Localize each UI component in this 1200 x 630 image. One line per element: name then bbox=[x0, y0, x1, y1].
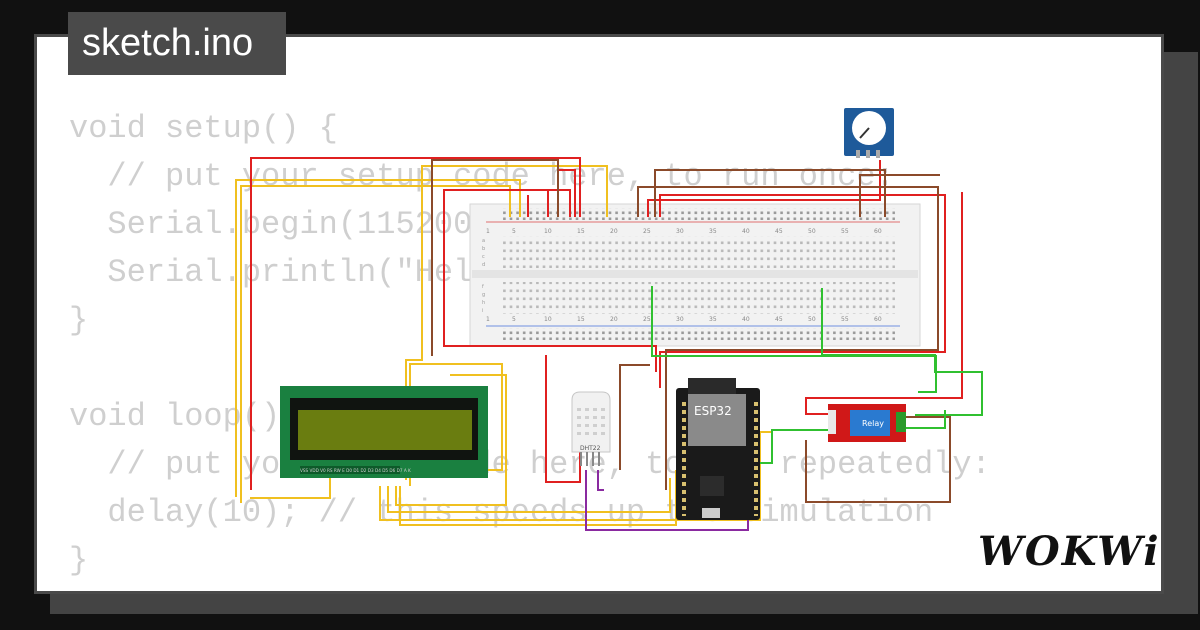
bb-col-label: 30 bbox=[676, 316, 684, 323]
bb-row-label: c bbox=[482, 254, 485, 260]
bb-col-label: 55 bbox=[841, 228, 849, 235]
bb-col-label: 45 bbox=[775, 316, 783, 323]
dht22-label: DHT22 bbox=[580, 445, 601, 452]
relay-module[interactable]: Relay bbox=[828, 404, 906, 442]
bb-col-label: 25 bbox=[643, 228, 651, 235]
wires-green bbox=[651, 286, 983, 464]
bb-col-label: 10 bbox=[544, 228, 552, 235]
bb-col-label: 60 bbox=[874, 228, 882, 235]
bb-col-label: 55 bbox=[841, 316, 849, 323]
potentiometer[interactable] bbox=[844, 108, 894, 158]
relay-label: Relay bbox=[862, 419, 884, 428]
bb-col-label: 1 bbox=[486, 228, 490, 235]
bb-row-label: i bbox=[482, 308, 483, 314]
knob-icon bbox=[859, 127, 870, 139]
code-line: void setup() { bbox=[69, 110, 338, 147]
bb-row-label: g bbox=[482, 292, 485, 298]
esp32-label: ESP32 bbox=[694, 404, 732, 418]
esp32-board[interactable]: ESP32 bbox=[676, 378, 760, 520]
wires-yellow bbox=[235, 165, 773, 526]
bb-row-label: a bbox=[482, 238, 485, 244]
bb-col-label: 25 bbox=[643, 316, 651, 323]
lcd-pin-labels: VSS VDD V0 RS RW E D0 D1 D2 D3 D4 D5 D6 … bbox=[300, 468, 411, 473]
file-tab[interactable]: sketch.ino bbox=[68, 12, 286, 75]
bb-col-label: 50 bbox=[808, 316, 816, 323]
bb-row-label: h bbox=[482, 300, 485, 306]
bb-col-label: 45 bbox=[775, 228, 783, 235]
wires-brown bbox=[431, 159, 951, 503]
bb-col-label: 20 bbox=[610, 316, 618, 323]
bb-col-label: 5 bbox=[512, 228, 516, 235]
wokwi-logo: WOKWi bbox=[978, 528, 1161, 575]
bb-col-label: 30 bbox=[676, 228, 684, 235]
bb-col-label: 5 bbox=[512, 316, 516, 323]
bb-col-label: 15 bbox=[577, 316, 585, 323]
bb-row-label: d bbox=[482, 262, 485, 268]
bb-col-label: 10 bbox=[544, 316, 552, 323]
bb-col-label: 15 bbox=[577, 228, 585, 235]
bb-col-label: 1 bbox=[486, 316, 490, 323]
bb-col-label: 35 bbox=[709, 316, 717, 323]
bb-row-label: f bbox=[482, 284, 484, 290]
code-line: } bbox=[69, 542, 89, 579]
code-line: // put your setup code here, to run once… bbox=[69, 158, 895, 195]
bb-col-label: 35 bbox=[709, 228, 717, 235]
bb-col-label: 20 bbox=[610, 228, 618, 235]
wires-red bbox=[250, 157, 963, 490]
bb-row-label: b bbox=[482, 246, 485, 252]
bb-col-label: 40 bbox=[742, 228, 750, 235]
bb-col-label: 60 bbox=[874, 316, 882, 323]
dht22-sensor[interactable]: DHT22 bbox=[571, 391, 611, 466]
breadboard[interactable]: 1 5 10 15 20 25 30 35 40 45 50 55 60 1 5… bbox=[469, 203, 921, 347]
lcd-display[interactable]: VSS VDD V0 RS RW E D0 D1 D2 D3 D4 D5 D6 … bbox=[280, 386, 488, 478]
code-line: } bbox=[69, 302, 89, 339]
bb-col-label: 40 bbox=[742, 316, 750, 323]
bb-col-label: 50 bbox=[808, 228, 816, 235]
